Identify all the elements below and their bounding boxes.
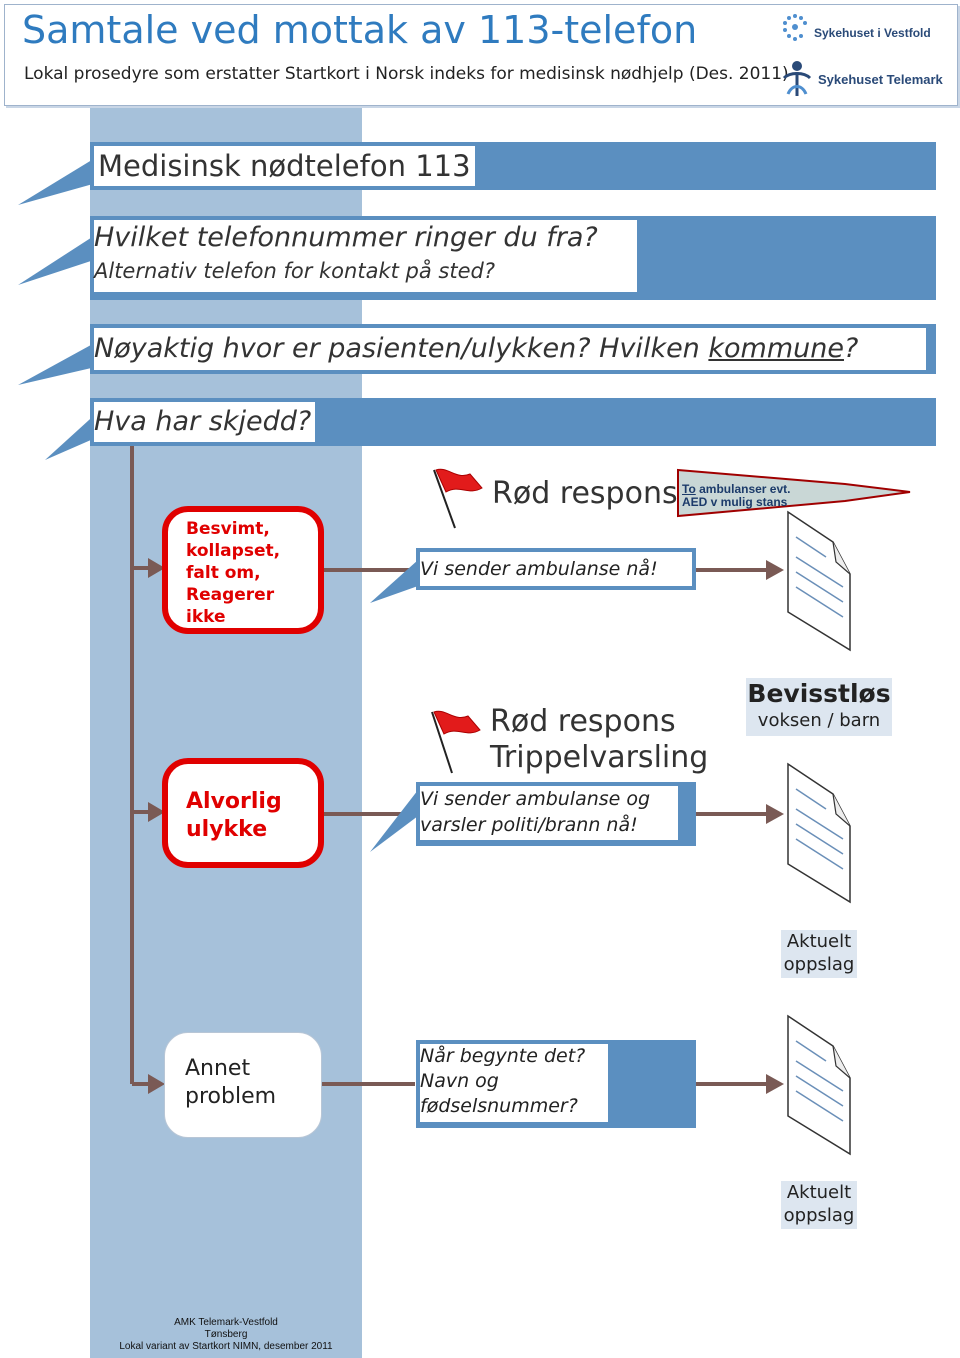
- msg1-pointer: [370, 560, 418, 603]
- footer-line3: Lokal variant av Startkort NIMN, desembe…: [119, 1341, 333, 1352]
- vestfold-logo-text: Sykehuset i Vestfold: [814, 26, 931, 40]
- flow-arrow-icon: [148, 1074, 165, 1094]
- category-line: ikke: [186, 607, 226, 627]
- message-line: Navn og: [420, 1070, 499, 1092]
- q3-kommune: kommune: [708, 333, 844, 364]
- callout-line2: AED v mulig stans: [682, 495, 788, 509]
- message-text-1: Vi sender ambulanse nå!: [420, 552, 692, 586]
- flow-band: [90, 108, 362, 1358]
- response-line1: Rød respons: [490, 704, 676, 739]
- message-line: varsler politi/brann nå!: [420, 814, 638, 836]
- message-line: Vi sender ambulanse og: [420, 788, 651, 810]
- category-line: Besvimt,: [186, 519, 270, 539]
- red-flag-icon: [431, 710, 481, 774]
- q3-pointer: [18, 340, 100, 385]
- aktuelt-oppslag-tag[interactable]: Aktuelt oppslag: [781, 1181, 857, 1229]
- category-box-besvimt: Besvimt, kollapset, falt om, Reagerer ik…: [162, 506, 324, 634]
- msg2-pointer: [370, 790, 418, 852]
- q2-line2: Alternativ telefon for kontakt på sted?: [94, 259, 495, 283]
- q3-prefix: Nøyaktig hvor er pasienten/ulykken? Hvil…: [94, 333, 709, 364]
- callout-text: To ambulanser evt. AED v mulig stans: [682, 483, 791, 509]
- page-subtitle: Lokal prosedyre som erstatter Startkort …: [24, 64, 789, 84]
- bevisstlos-tag[interactable]: Bevisstløs voksen / barn: [746, 678, 892, 736]
- category-box-annet-problem: Annet problem: [164, 1032, 322, 1138]
- tag-line: oppslag: [783, 954, 855, 975]
- category-line: Reagerer: [186, 585, 275, 605]
- tag-line: Aktuelt: [786, 1182, 852, 1203]
- q2-box: Hvilket telefonnummer ringer du fra? Alt…: [94, 220, 637, 292]
- footer-line2: Tønsberg: [204, 1329, 248, 1340]
- tag-line: Aktuelt: [786, 931, 852, 952]
- category-line: Alvorlig: [186, 789, 282, 814]
- response-line2: Trippelvarsling: [490, 740, 709, 775]
- tag-sub: voksen / barn: [757, 710, 881, 731]
- q3-box: Nøyaktig hvor er pasienten/ulykken? Hvil…: [94, 328, 926, 370]
- callout-line1: To ambulanser evt.: [682, 482, 791, 496]
- q1-text: Medisinsk nødtelefon 113: [94, 146, 475, 186]
- document-icon: [787, 510, 851, 652]
- category-box-alvorlig-ulykke: Alvorlig ulykke: [162, 758, 324, 868]
- response-label-2: Rød respons Trippelvarsling: [490, 704, 708, 776]
- flow-arrow-icon: [766, 804, 784, 824]
- message-text-3: Når begynte det? Navn og fødselsnummer?: [420, 1044, 608, 1122]
- q4-pointer: [45, 410, 100, 460]
- category-line: falt om,: [186, 563, 261, 583]
- header-panel: [4, 4, 958, 106]
- category-line: problem: [185, 1084, 277, 1109]
- aktuelt-oppslag-tag[interactable]: Aktuelt oppslag: [781, 930, 857, 978]
- tag-line: oppslag: [783, 1205, 855, 1226]
- page-title: Samtale ved mottak av 113-telefon: [22, 8, 698, 52]
- telemark-logo-icon: [782, 61, 812, 96]
- category-line: kollapset,: [186, 541, 281, 561]
- document-icon: [787, 762, 851, 904]
- category-line: Annet: [185, 1056, 251, 1081]
- tag-title: Bevisstløs: [747, 679, 891, 708]
- footer: AMK Telemark-Vestfold Tønsberg Lokal var…: [92, 1317, 360, 1353]
- red-flag-icon: [433, 468, 483, 529]
- q2-line1: Hvilket telefonnummer ringer du fra?: [94, 222, 598, 253]
- q4-text: Hva har skjedd?: [94, 402, 316, 442]
- document-icon: [787, 1014, 851, 1156]
- flow-arrow-icon: [766, 1074, 784, 1094]
- flow-arrow-icon: [148, 558, 165, 578]
- message-line: fødselsnummer?: [420, 1095, 578, 1117]
- message-line: Når begynte det?: [420, 1045, 586, 1067]
- q2-pointer: [18, 232, 100, 285]
- category-line: ulykke: [186, 817, 268, 842]
- q3-suffix: ?: [843, 333, 859, 364]
- flow-arrow-icon: [766, 560, 784, 580]
- message-text-2: Vi sender ambulanse og varsler politi/br…: [420, 786, 678, 840]
- response-label-1: Rød respons: [492, 476, 678, 511]
- callout-pennant: [677, 468, 911, 518]
- q1-pointer: [18, 155, 100, 205]
- footer-line1: AMK Telemark-Vestfold: [174, 1317, 278, 1328]
- flow-arrow-icon: [148, 802, 165, 822]
- vestfold-logo-icon: [783, 14, 807, 41]
- telemark-logo-text: Sykehuset Telemark: [818, 72, 943, 87]
